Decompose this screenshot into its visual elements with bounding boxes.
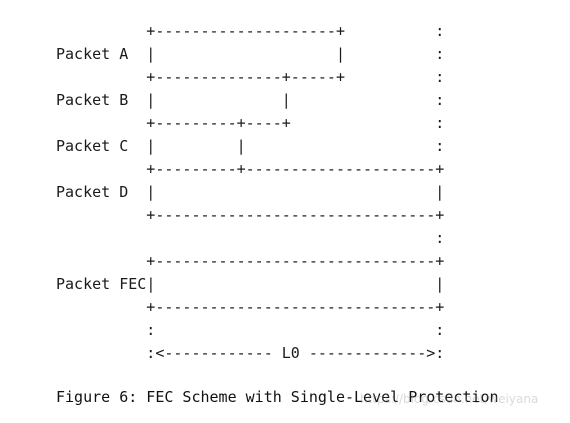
packet-a-label: Packet A xyxy=(56,45,129,63)
packet-b-row: Packet B | | : xyxy=(56,91,445,109)
packet-b-bottom-border: +---------+----+ : xyxy=(56,114,445,132)
packet-a-row: Packet A | | : xyxy=(56,45,445,63)
packet-b-label: Packet B xyxy=(56,91,129,109)
gap-dots: : xyxy=(56,229,445,247)
length-label: L0 xyxy=(281,344,300,362)
packet-c-label: Packet C xyxy=(56,137,129,155)
packet-c-bottom-border: +---------+---------------------+ xyxy=(56,160,445,178)
figure-caption: Figure 6: FEC Scheme with Single-Level P… xyxy=(56,388,499,406)
packet-a-top-border: +--------------------+ : xyxy=(56,22,445,40)
packet-a-bottom-border: +--------------+-----+ : xyxy=(56,68,445,86)
packet-fec-row: Packet FEC| | xyxy=(56,275,445,293)
packet-d-row: Packet D | | xyxy=(56,183,445,201)
packet-c-row: Packet C | | : xyxy=(56,137,445,155)
packet-d-bottom-border: +-------------------------------+ xyxy=(56,206,445,224)
packet-d-label: Packet D xyxy=(56,183,129,201)
packet-fec-bottom-border: +-------------------------------+ xyxy=(56,298,445,316)
length-dots: : : xyxy=(56,321,445,339)
packet-fec-label: Packet FEC xyxy=(56,275,147,293)
length-arrow: :<------------ L0 ------------->: xyxy=(56,344,445,362)
packet-fec-top-border: +-------------------------------+ xyxy=(56,252,445,270)
